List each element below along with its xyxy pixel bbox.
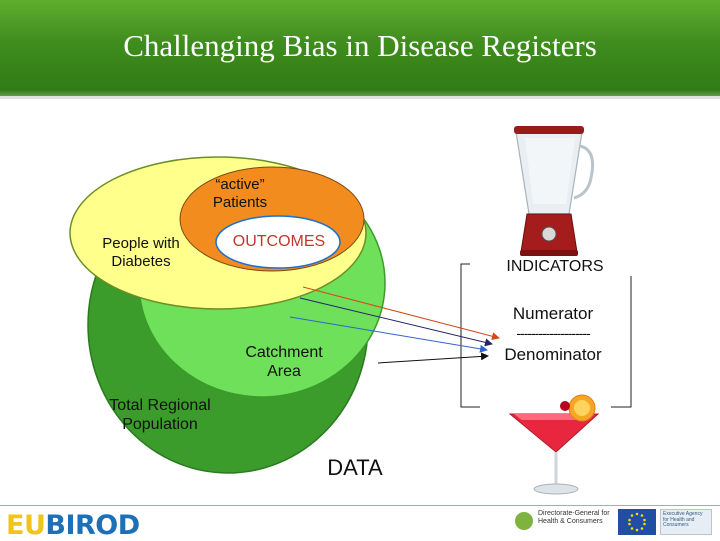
dg-sanco-mark-icon (515, 512, 533, 530)
eu-flag-icon (618, 509, 656, 535)
indicators-title: INDICATORS (470, 257, 640, 277)
eubirod-logo: EUBIROD (6, 510, 140, 541)
logo-part-birod: BIROD (45, 510, 140, 541)
blender-icon (514, 126, 595, 256)
people-with-diabetes-label: People with Diabetes (102, 235, 180, 270)
cocktail-icon (508, 394, 600, 495)
outcomes-label: OUTCOMES (232, 233, 326, 250)
dg-health-consumers-text: Directorate-General for Health & Consume… (538, 510, 610, 525)
data-label: DATA (327, 455, 383, 480)
total-regional-population-label: Total Regional Population (109, 397, 211, 434)
catchment-area-label: Catchment Area (245, 344, 323, 381)
arrow-outcomes-to-numerator (302, 286, 500, 341)
logo-part-eu: EU (6, 510, 46, 541)
arrow-active-to-numerator (299, 297, 493, 347)
executive-agency-logo: Executive Agency for Health and Consumer… (660, 509, 712, 535)
title-bar: Challenging Bias in Disease Registers (0, 0, 720, 99)
page-title: Challenging Bias in Disease Registers (123, 28, 597, 63)
arrow-catchment-to-denominator (377, 352, 489, 364)
outcomes-oval (215, 215, 341, 269)
fraction-divider: -------------------- (516, 325, 590, 341)
footer-divider (0, 505, 720, 506)
numerator-label: Numerator (512, 304, 594, 323)
arrow-diabetes-to-denominator (289, 316, 488, 353)
active-patients-label: “active” Patients (212, 176, 268, 211)
denominator-label: Denominator (504, 345, 602, 364)
